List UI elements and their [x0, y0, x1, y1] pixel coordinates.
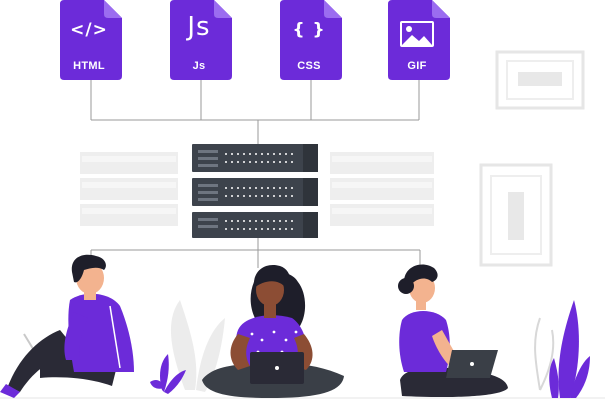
ghost-plant-left	[170, 300, 225, 392]
ghost-server-rack-right	[330, 152, 434, 226]
file-connector-lines	[90, 80, 421, 268]
file-label-css: CSS	[297, 60, 321, 72]
server-unit	[192, 212, 318, 238]
ghost-server-rack-left	[80, 152, 178, 226]
wall-frame-top	[495, 50, 585, 110]
file-label-html: HTML	[73, 60, 105, 72]
html-file-icon: </> HTML	[60, 0, 122, 80]
server-unit	[192, 178, 318, 206]
file-shape	[60, 0, 122, 80]
purple-plant-small	[150, 354, 186, 394]
code-icon: </>	[70, 20, 108, 40]
wall-frame-bottom	[479, 163, 553, 267]
css-file-icon: { } CSS	[280, 0, 342, 80]
file-shape	[280, 0, 342, 80]
person-woman-center	[202, 264, 344, 398]
purple-plant-large	[549, 300, 590, 398]
outline-plant-right	[534, 317, 555, 391]
javascript-icon: Js	[187, 12, 211, 42]
braces-icon: { }	[292, 20, 326, 40]
person-man-laptop	[0, 254, 134, 398]
server-unit	[192, 144, 318, 172]
file-label-gif: GIF	[407, 60, 427, 72]
person-woman-right	[398, 264, 508, 398]
gif-file-icon: GIF	[388, 0, 450, 80]
file-shape	[170, 0, 232, 80]
server-rack	[192, 144, 318, 238]
image-icon	[400, 21, 434, 47]
js-file-icon: Js Js	[170, 0, 232, 80]
file-label-js: Js	[192, 60, 206, 72]
file-shape	[388, 0, 450, 80]
